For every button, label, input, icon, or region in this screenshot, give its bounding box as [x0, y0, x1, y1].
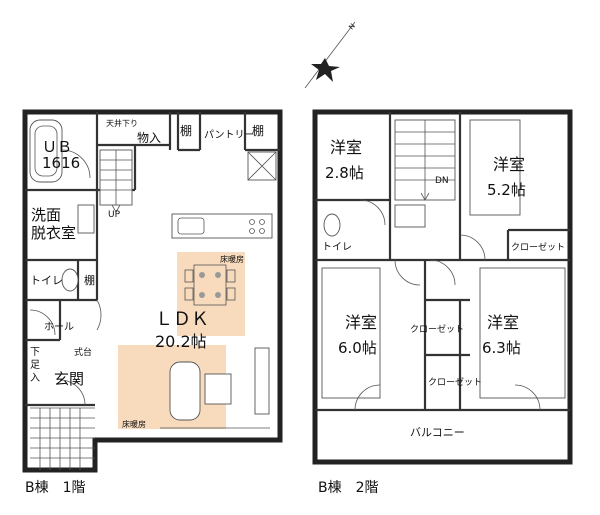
- label-stairs-down: DN: [435, 176, 449, 186]
- label-toilet-1f: トイレ: [30, 274, 63, 287]
- label-washroom-2: 脱衣室: [31, 224, 76, 242]
- bed-room-c: [321, 267, 381, 399]
- toilet-1f: [61, 268, 79, 292]
- label-shoe-2: 足: [30, 359, 40, 371]
- kitchen-counter: [171, 213, 273, 239]
- floor1-labels: ＵＢ 1616 天井下り 物入 棚 パントリー 棚 洗面 脱衣室 UP トイレ …: [25, 118, 264, 496]
- compass-north-label: N: [347, 22, 357, 31]
- label-shikidai: 式台: [74, 346, 92, 358]
- stairs-2f: [394, 119, 456, 201]
- dining-table: [184, 264, 236, 306]
- stairs-1f: [99, 149, 133, 213]
- label-entrance: 玄関: [54, 370, 84, 388]
- floor2-caption: B棟 2階: [318, 480, 379, 496]
- floor2-plan: [312, 109, 573, 465]
- label-ub: ＵＢ: [42, 138, 72, 156]
- label-pantry: パントリー: [204, 129, 255, 141]
- label-room-c: 洋室: [345, 313, 377, 332]
- label-ldk: ＬＤＫ: [155, 309, 209, 330]
- label-floor-heat-1: 床暖房: [220, 254, 244, 264]
- bathtub: [29, 119, 63, 183]
- label-room-c-size: 6.0帖: [338, 339, 377, 357]
- label-room-a: 洋室: [330, 138, 362, 157]
- label-closet-c: クローゼット: [428, 376, 482, 388]
- toilet-2f: [323, 213, 341, 237]
- sofa: [160, 347, 270, 429]
- label-room-d: 洋室: [487, 313, 519, 332]
- floor1-caption: B棟 1階: [25, 480, 86, 496]
- label-balcony: バルコニー: [410, 426, 465, 439]
- label-hall: ホール: [44, 321, 74, 333]
- label-shelf-b: 棚: [252, 123, 264, 138]
- label-room-d-size: 6.3帖: [482, 339, 521, 357]
- label-shelf-c: 棚: [84, 273, 95, 287]
- floor1-plan: [22, 109, 283, 473]
- label-stairs-up: UP: [108, 210, 121, 220]
- compass: N: [304, 21, 357, 89]
- label-ldk-size: 20.2帖: [155, 332, 207, 351]
- label-storage: 物入: [137, 131, 161, 145]
- washbasin-2f: [394, 204, 426, 228]
- label-shoe-1: 下: [30, 347, 40, 358]
- bed-room-d: [479, 267, 566, 399]
- washbasin: [77, 204, 95, 234]
- label-floor-heat-2: 床暖房: [122, 419, 146, 429]
- floor2-labels: 洋室 2.8帖 DN 洋室 5.2帖 トイレ クローゼット 洋室 6.0帖 クロ…: [318, 138, 565, 496]
- label-shoe-3: 入: [30, 373, 40, 384]
- label-room-b: 洋室: [493, 155, 525, 174]
- label-room-a-size: 2.8帖: [325, 164, 364, 182]
- label-toilet-2f: トイレ: [322, 242, 352, 253]
- label-ceiling-lowered: 天井下り: [106, 118, 138, 128]
- label-closet-a: クローゼット: [511, 241, 565, 253]
- compass-star-icon: [311, 58, 340, 82]
- label-ub-size: 1616: [42, 154, 80, 172]
- label-shelf-a: 棚: [180, 123, 192, 138]
- entrance-porch: [30, 407, 95, 470]
- bed-room-b: [469, 119, 521, 216]
- label-washroom-1: 洗面: [31, 206, 61, 224]
- floor-heating-zone-dining: [177, 252, 245, 336]
- label-room-b-size: 5.2帖: [487, 181, 526, 199]
- label-closet-b: クローゼット: [410, 323, 464, 335]
